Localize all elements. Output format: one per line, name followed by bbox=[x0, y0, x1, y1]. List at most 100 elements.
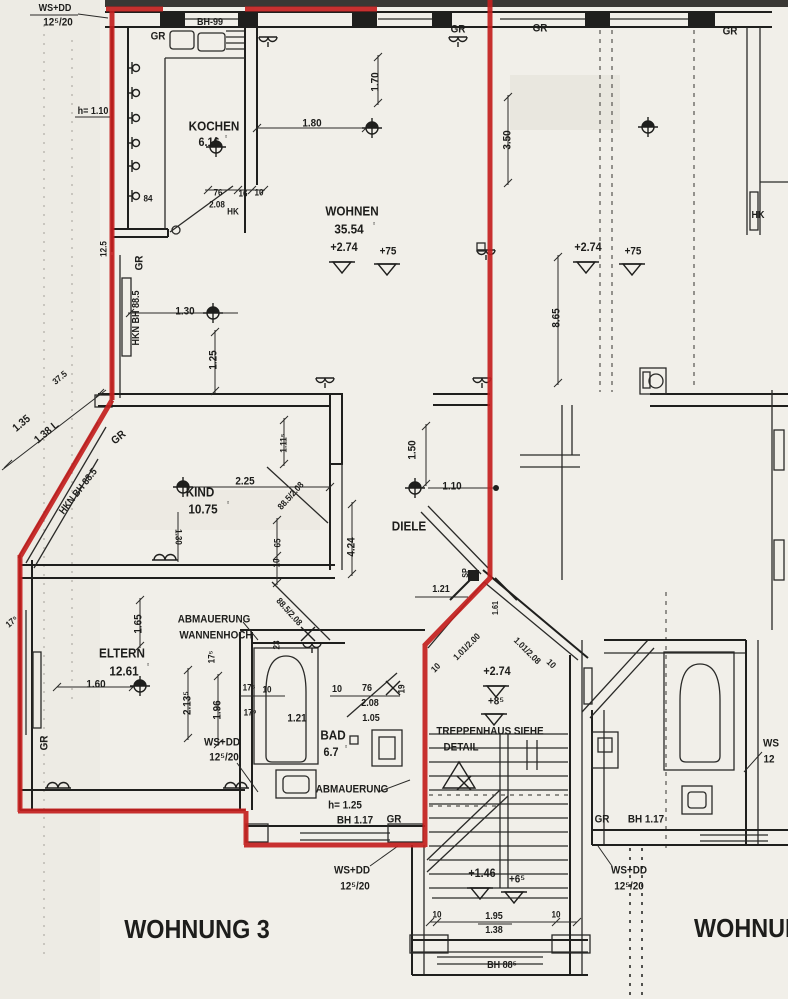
lvl-274-trepp: +2.74 bbox=[483, 664, 511, 678]
scan-shading bbox=[0, 0, 100, 999]
door-kitchen-208: 2.08 bbox=[209, 199, 225, 210]
dim-1-35: 1.35 bbox=[10, 412, 33, 435]
dim-10-d: 10 bbox=[432, 909, 442, 920]
apartment-boundary-red bbox=[17, 0, 493, 848]
dim-76-b: 76 bbox=[361, 683, 373, 694]
door-101-208: 1.01/2.08 bbox=[511, 635, 543, 667]
lvl-1-46: +1.46 bbox=[468, 866, 496, 880]
dim-1-38-l: 1.38 L bbox=[32, 418, 62, 447]
gr-top-right: GR bbox=[532, 22, 548, 35]
wsdd-bottom-right-2: 12⁵/20 bbox=[614, 880, 644, 893]
dim-12-right-edge: 12 bbox=[763, 753, 775, 766]
door-eltern: 88.5/2.08 bbox=[274, 595, 305, 628]
abmauerung-4: h= 1.25 bbox=[328, 799, 362, 812]
dim-84: 84 bbox=[143, 193, 153, 204]
dim-10-b: 10 bbox=[428, 660, 443, 675]
bh-117-right: BH 1.17 bbox=[627, 813, 665, 826]
dim-37-5: 37.5 bbox=[50, 368, 69, 387]
area-bad-sup: ▫ bbox=[344, 742, 348, 751]
door-101-200: 1.01/2.00 bbox=[451, 631, 483, 663]
dim-1-65: 1.65 bbox=[132, 614, 145, 634]
dim-8-65: 8.65 bbox=[550, 308, 563, 328]
gr-top-mid: GR bbox=[450, 23, 466, 36]
dim-2-08-b: 2.08 bbox=[361, 698, 379, 709]
dim-1-60: 1.60 bbox=[86, 678, 106, 691]
dim-1-30-b: 1.30 bbox=[173, 529, 184, 545]
title-wohnung-right: WOHNUN bbox=[694, 913, 788, 943]
abmauerung-1: ABMAUERUNG bbox=[177, 613, 251, 626]
dim-1-61: 1.61 bbox=[491, 600, 500, 616]
hkn-bh885-left: HKN BH 88.5 bbox=[131, 290, 142, 346]
area-bad: 6.7 bbox=[323, 745, 339, 759]
dim-4-24: 4.24 bbox=[345, 537, 358, 557]
dim-10-a: 10 bbox=[271, 558, 282, 568]
wsdd-bottom-left-1: WS+DD bbox=[333, 864, 371, 877]
dim-10-c: 10 bbox=[544, 656, 559, 671]
dim-10-f: 10 bbox=[262, 684, 272, 695]
room-kind: KIND bbox=[185, 484, 215, 500]
dim-17-9: 17⁹ bbox=[243, 707, 257, 718]
area-eltern-sup: ▫ bbox=[146, 660, 150, 669]
room-wohnen: WOHNEN bbox=[325, 203, 379, 219]
hk-top-right: HK bbox=[751, 210, 765, 221]
wsdd-bottom-right-1: WS+DD bbox=[610, 864, 648, 877]
dim-2-25: 2.25 bbox=[235, 475, 255, 488]
dim-17-5-b: 17⁵ bbox=[242, 682, 256, 693]
area-kind: 10.75 bbox=[188, 501, 218, 517]
room-kochen: KOCHEN bbox=[188, 118, 240, 134]
h-1-10: h= 1.10 bbox=[77, 106, 109, 117]
treppenhaus-2: DETAIL bbox=[443, 741, 479, 754]
abmauerung-2: WANNENHOCH bbox=[179, 629, 253, 642]
area-eltern: 12.61 bbox=[109, 663, 139, 679]
area-kochen-sup: ▫ bbox=[224, 132, 228, 141]
bathtub-left bbox=[253, 647, 319, 765]
dim-1-96: 1.96 bbox=[211, 700, 224, 720]
dim-1-95: 1.95 bbox=[485, 911, 503, 922]
washbasin-left bbox=[275, 769, 317, 799]
dimension-lines bbox=[1, 13, 763, 925]
hk-kitchen: HK bbox=[227, 206, 239, 217]
lvl-75-wohnen: +75 bbox=[379, 245, 397, 258]
gr-diag: GR bbox=[109, 428, 129, 447]
dim-tub-1-21: 1.21 bbox=[287, 712, 307, 725]
dim-1-50: 1.50 bbox=[406, 440, 419, 460]
dim-1-115: 1.11⁵ bbox=[278, 433, 289, 453]
abmauerung-3: ABMAUERUNG bbox=[315, 783, 389, 796]
scan-artifacts bbox=[43, 0, 788, 999]
wsdd-mid-1: WS+DD bbox=[203, 736, 241, 749]
dim-12-5-wall: 12.5 bbox=[98, 241, 109, 257]
toilet-left bbox=[349, 729, 403, 767]
toilet-right bbox=[591, 731, 619, 769]
wsdd-mid-2: 12⁵/20 bbox=[209, 751, 239, 764]
bathtub-right bbox=[663, 651, 735, 771]
dim-1-21-diele: 1.21 bbox=[432, 584, 450, 595]
area-kochen: 6.16 bbox=[198, 135, 220, 149]
lvl-274-wohnen: +2.74 bbox=[330, 240, 358, 254]
gr-kitchen: GR bbox=[150, 30, 166, 43]
room-bad: BAD bbox=[320, 727, 346, 743]
lvl-85-trepp: +8⁵ bbox=[488, 695, 504, 708]
ws-right-edge: WS bbox=[763, 737, 779, 750]
dim-1-10: 1.10 bbox=[442, 480, 462, 493]
dim-1-25: 1.25 bbox=[207, 350, 220, 370]
wsdd-top-left-1: WS+DD bbox=[38, 3, 72, 14]
wsdd-top-left-2: 12⁵/20 bbox=[43, 16, 73, 29]
room-diele: DIELE bbox=[391, 518, 427, 534]
title-wohnung-3: WOHNUNG 3 bbox=[124, 914, 270, 944]
dim-23: 23 bbox=[271, 640, 282, 650]
washbasin-right bbox=[681, 785, 713, 815]
dim-10-h: 10 bbox=[254, 187, 264, 198]
gr-bath-right: GR bbox=[594, 813, 610, 826]
room-eltern: ELTERN bbox=[99, 645, 145, 661]
dim-1-70: 1.70 bbox=[369, 72, 382, 92]
symbols bbox=[44, 36, 659, 904]
dim-1-80: 1.80 bbox=[302, 117, 322, 130]
gr-left-2: GR bbox=[38, 735, 51, 751]
dim-16: 16 bbox=[238, 188, 248, 199]
dim-65: 65 bbox=[272, 538, 283, 548]
dim-2-135: 2.13⁵ bbox=[181, 691, 194, 715]
sp: SP bbox=[461, 568, 470, 578]
